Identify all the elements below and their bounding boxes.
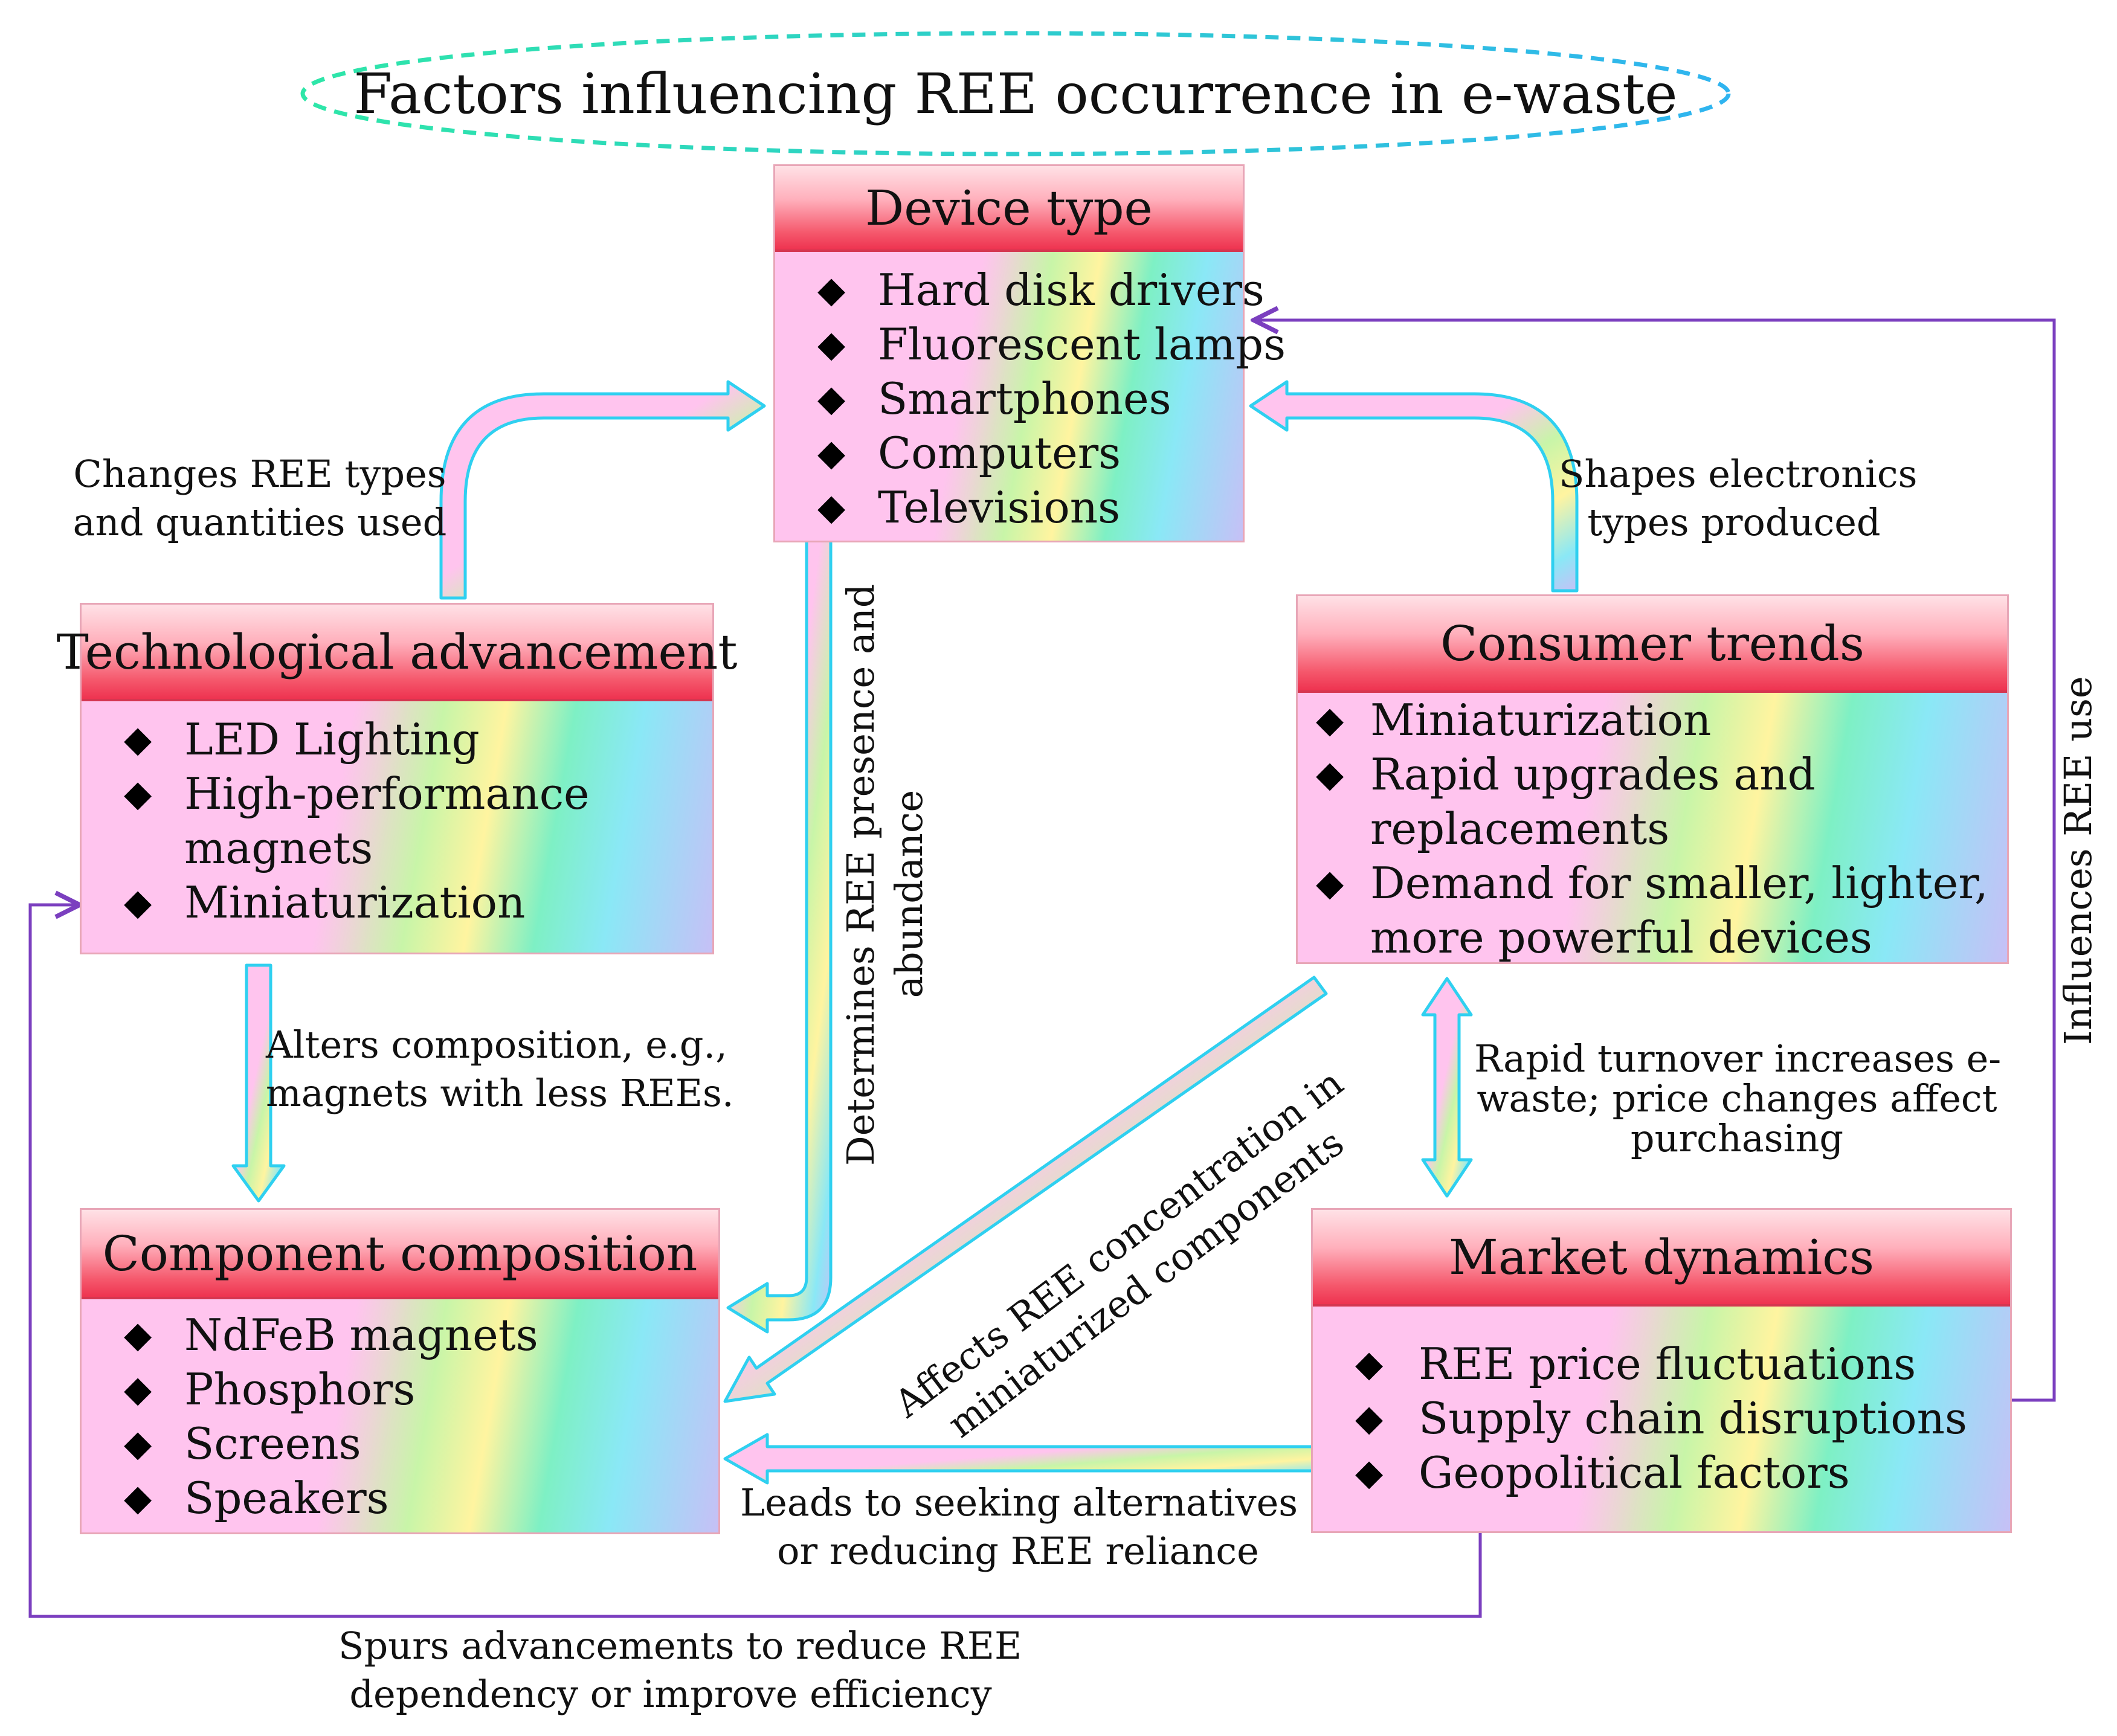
- component-composition-header: Component composition: [82, 1210, 718, 1299]
- diamond-bullet-icon: ◆: [124, 881, 152, 924]
- market-dynamics-header: Market dynamics: [1313, 1210, 2010, 1307]
- consumer-trends-list: ◆Miniaturization ◆Rapid upgrades and rep…: [1298, 693, 2007, 965]
- component-composition-box: Component composition ◆NdFeB magnets ◆Ph…: [80, 1208, 720, 1534]
- diamond-bullet-icon: ◆: [1316, 699, 1344, 741]
- diamond-bullet-icon: ◆: [817, 432, 846, 474]
- diamond-bullet-icon: ◆: [124, 1477, 152, 1519]
- label-influences-ree: Influences REE use: [2056, 676, 2100, 1045]
- device-type-header: Device type: [775, 166, 1243, 252]
- arrow-consumer-to-component: [723, 976, 1328, 1403]
- consumer-trends-header: Consumer trends: [1298, 596, 2007, 693]
- diamond-bullet-icon: ◆: [817, 323, 846, 365]
- diamond-bullet-icon: ◆: [817, 486, 846, 529]
- list-item: ◆Televisions: [775, 480, 1243, 535]
- technological-advancement-box: Technological advancement ◆LED Lighting …: [57, 603, 737, 954]
- list-item: ◆NdFeB magnets: [82, 1308, 718, 1362]
- arrow-consumer-market: [1421, 977, 1473, 1198]
- arrow-tech-to-component: [231, 963, 286, 1203]
- list-item: ◆Miniaturization: [1298, 693, 2007, 747]
- diamond-bullet-icon: ◆: [124, 1423, 152, 1465]
- list-item: ◆Smartphones: [775, 371, 1243, 426]
- device-type-box: Device type ◆Hard disk drivers ◆Fluoresc…: [773, 164, 1286, 542]
- arrow-market-to-component: [723, 1433, 1316, 1485]
- component-composition-list: ◆NdFeB magnets ◆Phosphors ◆Screens ◆Spea…: [82, 1308, 718, 1525]
- market-dynamics-list: ◆REE price fluctuations ◆Supply chain di…: [1313, 1337, 2010, 1500]
- list-item: magnets: [184, 823, 373, 873]
- diamond-bullet-icon: ◆: [124, 718, 152, 760]
- list-item: more powerful devices: [1370, 912, 1872, 963]
- list-item: ◆Speakers: [82, 1471, 718, 1525]
- diamond-bullet-icon: ◆: [124, 1314, 152, 1356]
- list-item: ◆Demand for smaller, lighter,: [1298, 856, 2007, 910]
- list-item: ◆Rapid upgrades and: [1298, 747, 2007, 802]
- diamond-bullet-icon: ◆: [124, 773, 152, 815]
- market-dynamics-box: Market dynamics ◆REE price fluctuations …: [1311, 1208, 2012, 1533]
- technological-advancement-list: ◆LED Lighting ◆High-performance magnets …: [82, 712, 712, 930]
- label-alters-composition: Alters composition, e.g.,magnets with le…: [266, 1023, 734, 1115]
- diamond-bullet-icon: ◆: [1355, 1397, 1384, 1439]
- list-item: ◆LED Lighting: [82, 712, 712, 767]
- diamond-bullet-icon: ◆: [124, 1368, 152, 1410]
- diamond-bullet-icon: ◆: [817, 269, 846, 311]
- arrow-market-to-device: [1254, 320, 2056, 1402]
- diamond-bullet-icon: ◆: [817, 378, 846, 420]
- diamond-bullet-icon: ◆: [1355, 1343, 1384, 1385]
- title-oval: [300, 31, 1731, 156]
- list-item: ◆High-performance: [82, 767, 712, 821]
- list-item: replacements: [1370, 803, 1670, 854]
- list-item: ◆Supply chain disruptions: [1313, 1391, 2010, 1445]
- diamond-bullet-icon: ◆: [1355, 1451, 1384, 1494]
- device-type-list: ◆Hard disk drivers ◆Fluorescent lamps ◆S…: [775, 263, 1286, 535]
- diamond-bullet-icon: ◆: [1316, 862, 1344, 904]
- arrow-consumer-to-device: [1249, 380, 1579, 593]
- arrow-device-to-component: [726, 536, 833, 1334]
- list-item: ◆Screens: [82, 1416, 718, 1471]
- list-item: ◆Geopolitical factors: [1313, 1445, 2010, 1500]
- arrow-tech-to-device: [439, 380, 766, 600]
- technological-advancement-header: Technological advancement: [57, 605, 737, 701]
- list-item: ◆Hard disk drivers: [775, 263, 1265, 317]
- arrow-market-to-tech: [28, 905, 1482, 1618]
- list-item: ◆REE price fluctuations: [1313, 1337, 2010, 1391]
- consumer-trends-box: Consumer trends ◆Miniaturization ◆Rapid …: [1296, 594, 2009, 964]
- diamond-bullet-icon: ◆: [1316, 753, 1344, 796]
- list-item: ◆Phosphors: [82, 1362, 718, 1416]
- label-rapid-turnover: Rapid turnover increases e-waste; price …: [1474, 1037, 2002, 1160]
- diagram-title: Factors influencing REE occurrence in e-…: [353, 61, 1678, 126]
- list-item: ◆Miniaturization: [82, 875, 712, 930]
- list-item: ◆Fluorescent lamps: [775, 317, 1286, 371]
- list-item: ◆Computers: [775, 426, 1243, 480]
